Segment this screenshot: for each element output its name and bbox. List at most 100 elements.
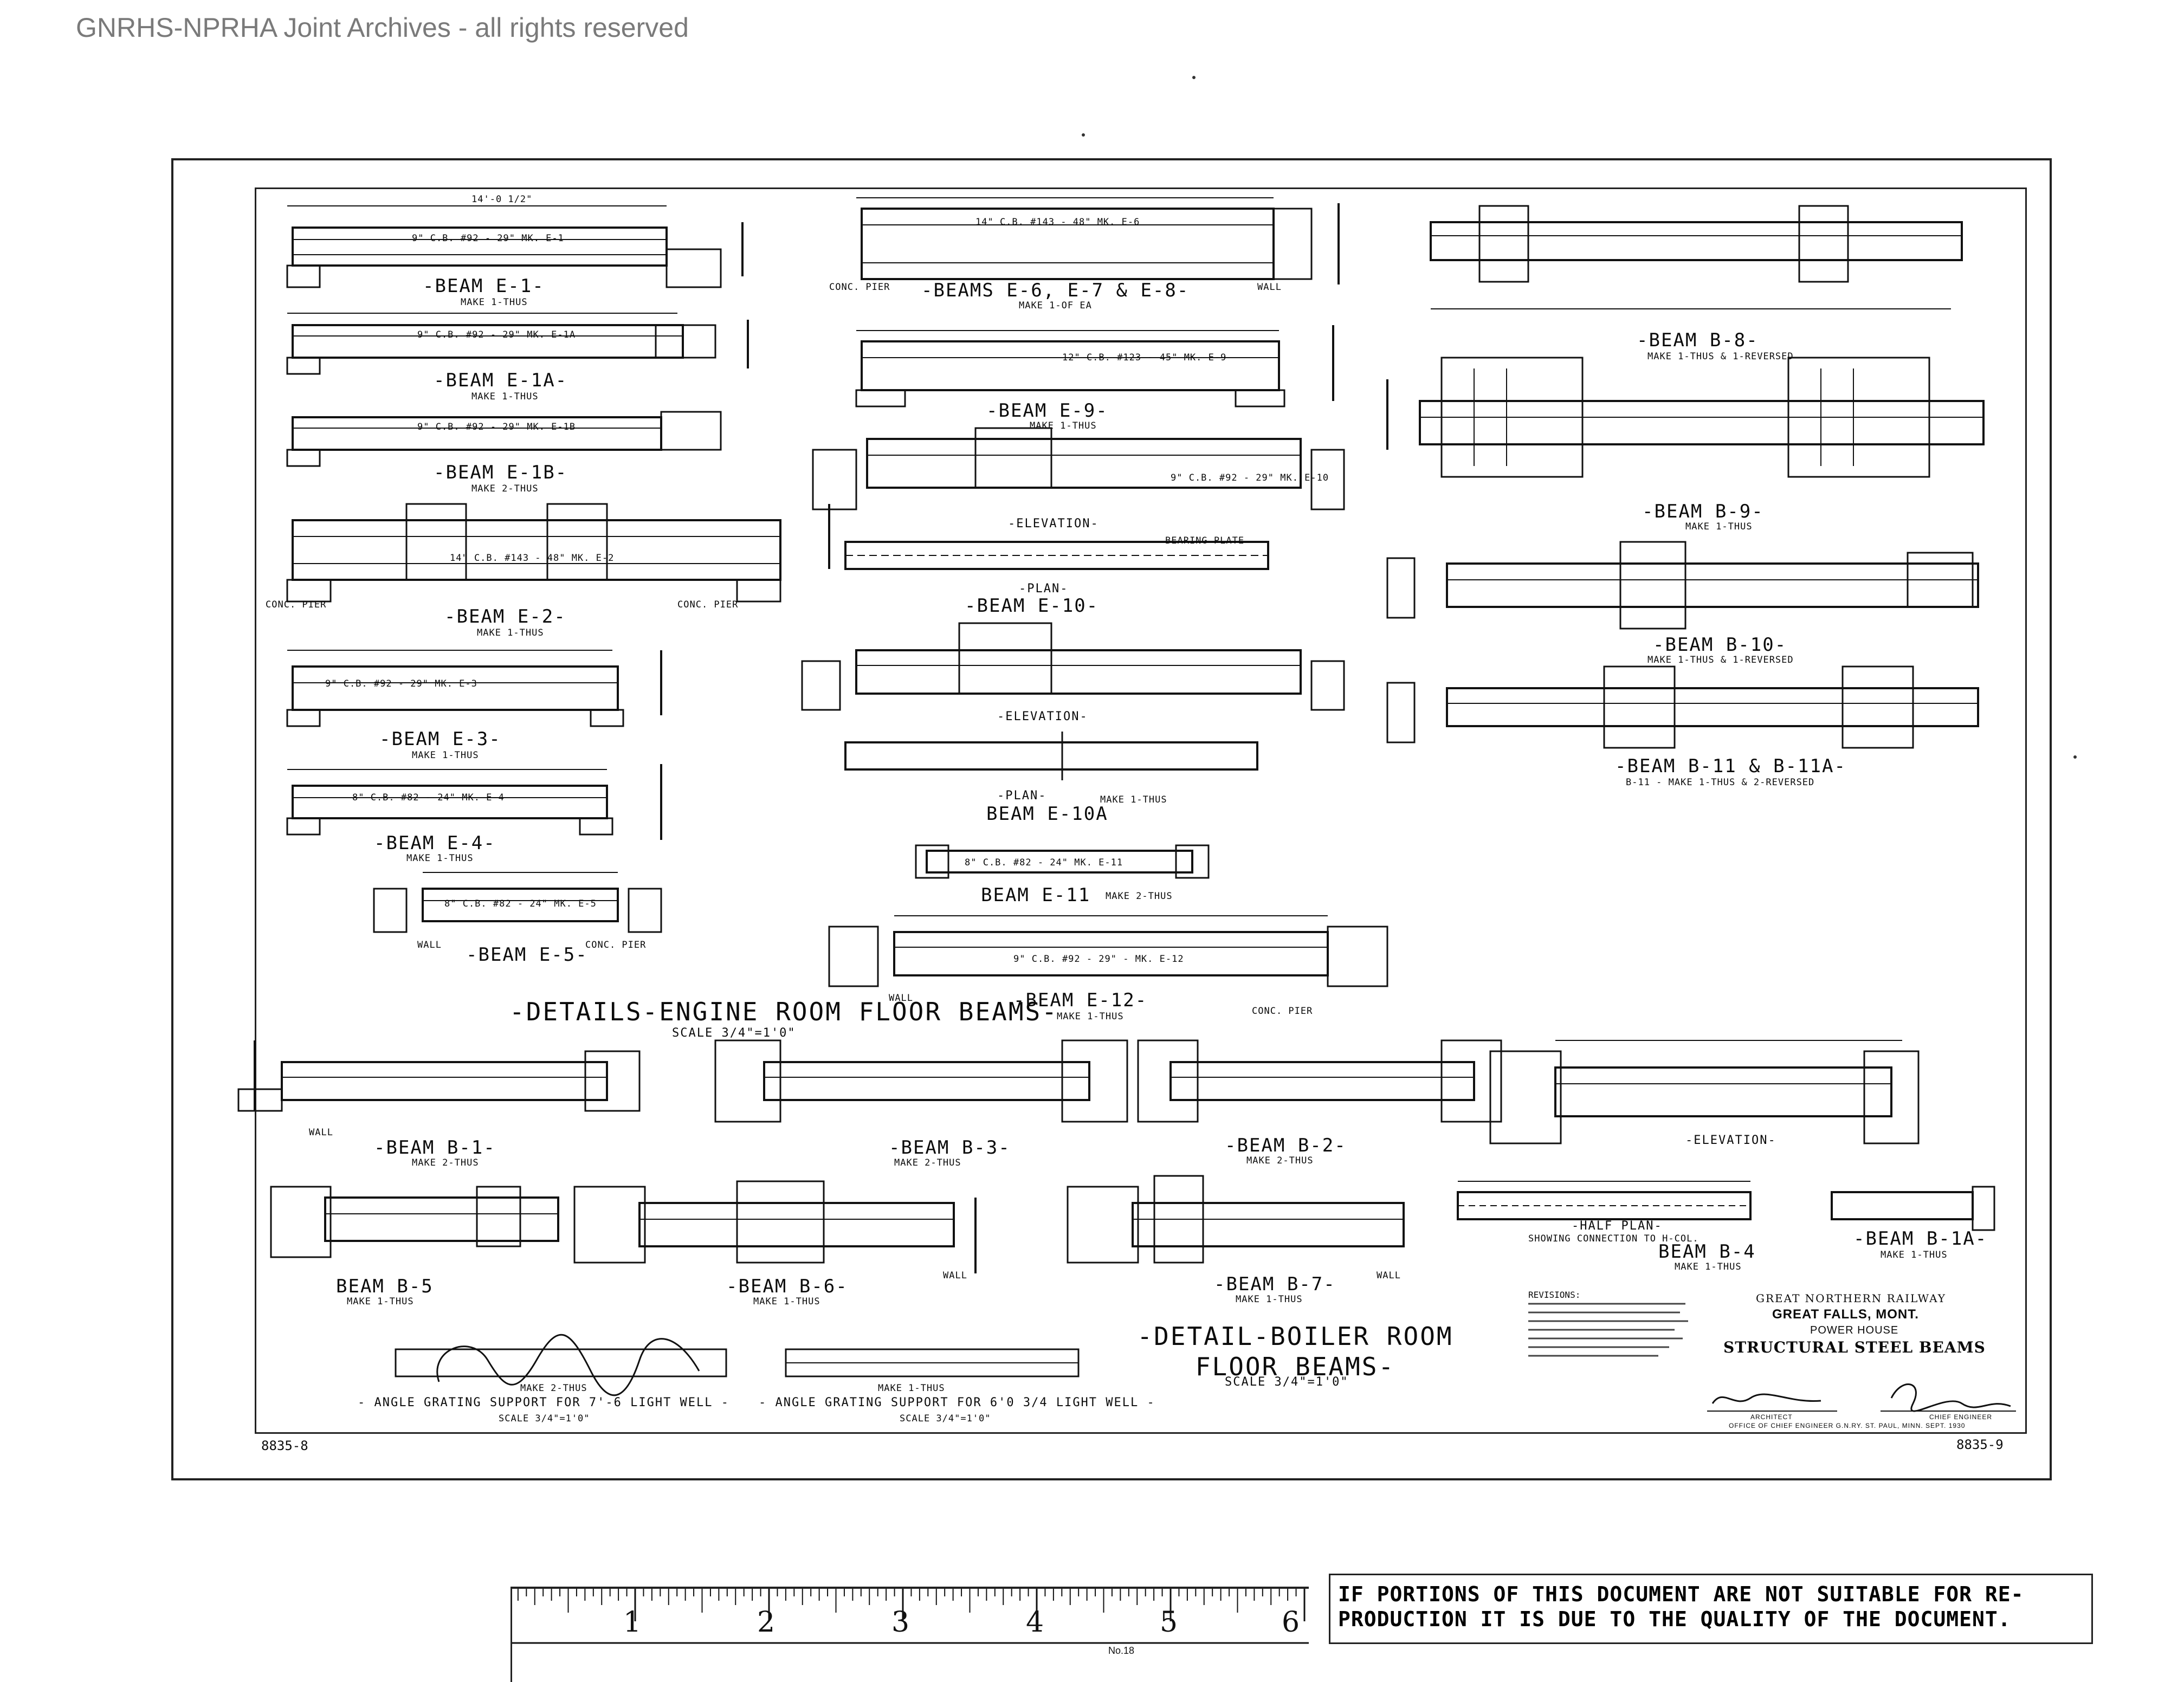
boiler-room-section-title: -DETAIL-BOILER ROOM FLOOR BEAMS-	[1137, 1322, 1453, 1381]
boiler-room-scale: SCALE 3/4"=1'0"	[1225, 1375, 1349, 1389]
beam-e6-e8-label: -BEAMS E-6, E-7 & E-8-	[921, 280, 1190, 301]
beam-e2-qty: MAKE 1-THUS	[477, 627, 544, 638]
beam-b2-qty: MAKE 2-THUS	[1246, 1155, 1314, 1166]
beam-e9-callout: 12" C.B. #123 - 45" MK. E-9	[1062, 352, 1227, 363]
beam-e3-qty: MAKE 1-THUS	[412, 750, 479, 761]
scale-ruler: 1 2 3 4 5 6 No.18	[511, 1587, 1309, 1682]
beam-e9-drawing	[855, 325, 1334, 407]
beam-b8-drawing	[1430, 205, 1963, 309]
elevation-label-1: -ELEVATION-	[1008, 517, 1099, 531]
beam-e9-label: -BEAM E-9-	[986, 400, 1108, 422]
beam-b10-label: -BEAM B-10-	[1653, 634, 1787, 656]
beam-b3-qty: MAKE 2-THUS	[894, 1157, 961, 1168]
beam-e1b-drawing	[286, 411, 722, 467]
beam-b9-qty: MAKE 1-THUS	[1685, 521, 1753, 532]
railway-name: GREAT NORTHERN RAILWAY	[1756, 1292, 1946, 1305]
beam-e3-label: -BEAM E-3-	[379, 728, 501, 750]
beam-e12-drawing	[828, 915, 1388, 987]
conc-pier-label-e12: CONC. PIER	[1252, 1006, 1313, 1017]
beam-b6-label: -BEAM B-6-	[726, 1276, 848, 1297]
beam-b3-label: -BEAM B-3-	[889, 1137, 1011, 1159]
conc-pier-label-e5: CONC. PIER	[585, 940, 647, 950]
beam-e4-qty: MAKE 1-THUS	[406, 853, 474, 864]
beam-b4-label: BEAM B-4	[1658, 1241, 1756, 1263]
beam-e1-callout: 9" C.B. #92 - 29" MK. E-1	[412, 233, 564, 244]
wall-label-b1: WALL	[309, 1127, 333, 1138]
beam-e1-qty: MAKE 1-THUS	[461, 297, 528, 308]
beam-e11-qty: MAKE 2-THUS	[1106, 891, 1173, 902]
beam-b1a-drawing	[1831, 1186, 1995, 1231]
beam-e4-callout: 8" C.B. #82 - 24" MK. E-4	[352, 792, 505, 803]
beam-e1b-label: -BEAM E-1B-	[434, 462, 568, 483]
ruler-mark-6: 6	[1282, 1606, 1300, 1639]
beam-e10a-label: BEAM E-10A	[986, 803, 1108, 825]
beam-e1b-callout: 9" C.B. #92 - 29" MK. E-1B	[417, 422, 576, 432]
beam-e1a-label: -BEAM E-1A-	[434, 370, 568, 391]
beam-b7-label: -BEAM B-7-	[1214, 1273, 1336, 1295]
conc-pier-label-1: CONC. PIER	[266, 599, 327, 610]
drawing-number-left: 8835-8	[261, 1438, 308, 1453]
ruler-mark-3: 3	[891, 1606, 910, 1639]
angle-grating-1-label: - ANGLE GRATING SUPPORT FOR 7'-6 LIGHT W…	[358, 1396, 730, 1409]
angle-grating-2-qty: MAKE 1-THUS	[878, 1383, 945, 1394]
wall-label-b7: WALL	[1377, 1270, 1401, 1281]
beam-e12-label: -BEAM E-12-	[1013, 989, 1148, 1011]
beam-b6-drawing	[573, 1180, 977, 1273]
beam-e11-callout: 8" C.B. #82 - 24" MK. E-11	[965, 857, 1123, 868]
revisions-notes-block	[1528, 1303, 1688, 1357]
beam-e11-label: BEAM E-11	[981, 884, 1091, 906]
beam-b4-qty: MAKE 1-THUS	[1675, 1262, 1742, 1272]
plan-label-1: -PLAN-	[1019, 582, 1069, 596]
beam-b11-label: -BEAM B-11 & B-11A-	[1615, 755, 1846, 777]
archive-watermark: GNRHS-NPRHA Joint Archives - all rights …	[76, 12, 689, 43]
beam-e10-label: -BEAM E-10-	[965, 595, 1099, 617]
beam-b10-qty: MAKE 1-THUS & 1-REVERSED	[1647, 655, 1794, 665]
angle-grating-6-0-drawing	[785, 1348, 1080, 1377]
beam-b5-drawing	[270, 1186, 559, 1258]
beam-e10a-elevation	[801, 622, 1345, 711]
elevation-label-2: -ELEVATION-	[997, 710, 1088, 723]
angle-grating-7-6-drawing	[395, 1334, 727, 1396]
beam-e6-callout: 14" C.B. #143 - 48" MK. E-6	[975, 217, 1140, 228]
beam-e4-drawing	[286, 764, 662, 840]
beam-b11-qty: B-11 - MAKE 1-THUS & 2-REVERSED	[1626, 777, 1815, 788]
beam-e11-drawing	[915, 844, 1210, 879]
wall-label-b6: WALL	[943, 1270, 967, 1281]
engine-room-section-title: -DETAILS-ENGINE ROOM FLOOR BEAMS-	[509, 997, 1058, 1026]
angle-grating-2-scale: SCALE 3/4"=1'0"	[900, 1413, 991, 1424]
beam-b6-qty: MAKE 1-THUS	[753, 1296, 820, 1307]
location-name: GREAT FALLS, MONT.	[1772, 1307, 1919, 1322]
beam-b1a-qty: MAKE 1-THUS	[1881, 1250, 1948, 1260]
beam-b3-drawing	[714, 1039, 1128, 1123]
angle-grating-1-qty: MAKE 2-THUS	[520, 1383, 587, 1394]
beam-e3-drawing	[286, 650, 662, 727]
half-plan-note: SHOWING CONNECTION TO H-COL.	[1528, 1233, 1699, 1244]
beam-b11-drawing	[1386, 665, 1979, 749]
beam-b8-qty: MAKE 1-THUS & 1-REVERSED	[1647, 351, 1794, 362]
beam-e6-e8-drawing	[856, 197, 1340, 284]
angle-grating-2-label: - ANGLE GRATING SUPPORT FOR 6'0 3/4 LIGH…	[759, 1396, 1155, 1409]
elevation-label-3: -ELEVATION-	[1685, 1134, 1776, 1147]
drawing-title: STRUCTURAL STEEL BEAMS	[1723, 1338, 1986, 1356]
beam-e10-plan	[844, 541, 1269, 570]
drawing-border	[255, 187, 2027, 1434]
bearing-plate-label: BEARING PLATE	[1165, 535, 1245, 546]
ruler-mark-4: 4	[1026, 1606, 1044, 1639]
beam-b7-drawing	[1067, 1175, 1405, 1264]
beam-e1a-drawing	[286, 313, 749, 375]
beam-b5-label: BEAM B-5	[336, 1276, 434, 1297]
beam-b2-b4-elevation	[1489, 1040, 1920, 1144]
office-line: OFFICE OF CHIEF ENGINEER G.N.RY. ST. PAU…	[1729, 1422, 1966, 1429]
beam-e2-label: -BEAM E-2-	[444, 606, 566, 627]
scan-speck	[1082, 133, 1085, 137]
architect-label: ARCHITECT	[1750, 1413, 1793, 1421]
beam-e2-drawing	[286, 503, 830, 603]
ruler-mark-2: 2	[757, 1606, 776, 1639]
beam-b1-drawing	[237, 1040, 641, 1112]
ruler-mark-1: 1	[623, 1606, 642, 1639]
beam-b2-label: -BEAM B-2-	[1225, 1135, 1347, 1156]
wall-label-e5: WALL	[417, 940, 442, 950]
beam-b10-drawing	[1386, 541, 1979, 630]
beam-b2-drawing	[1137, 1039, 1502, 1123]
beam-e1a-callout: 9" C.B. #92 - 29" MK. E-1A	[417, 329, 576, 340]
